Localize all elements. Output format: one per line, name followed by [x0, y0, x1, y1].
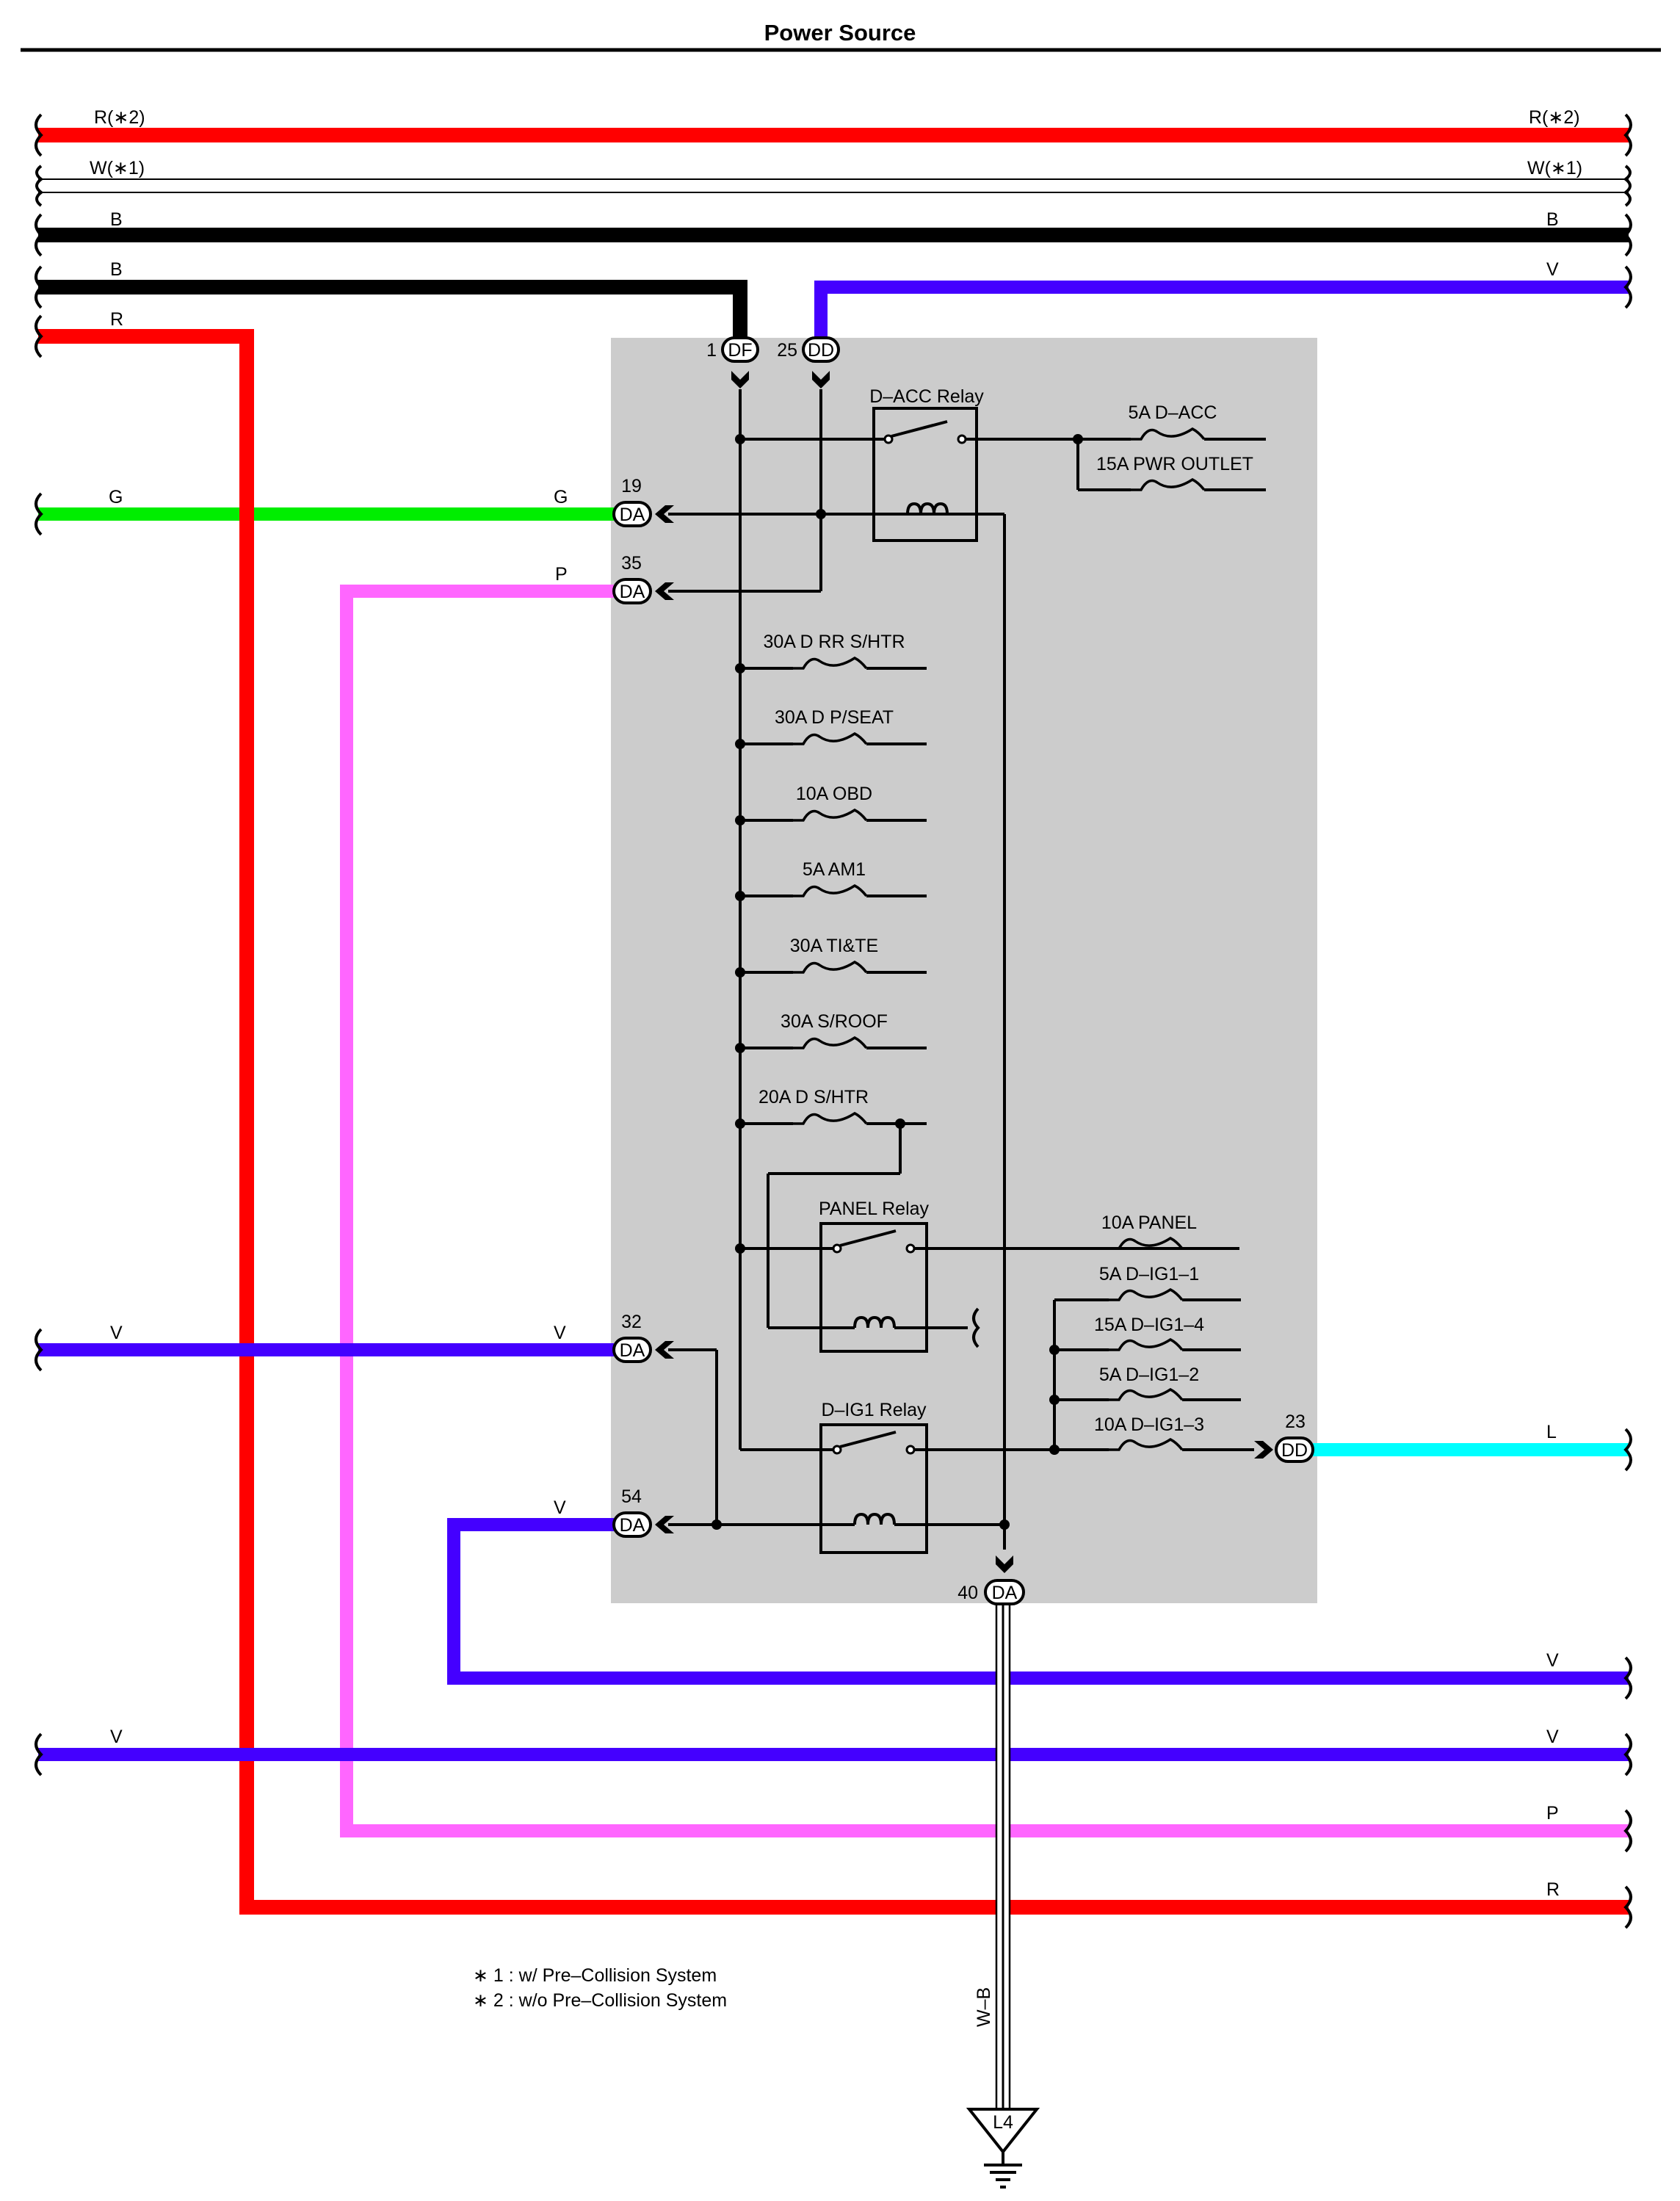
- connector-pin: 54: [621, 1486, 642, 1507]
- connector-da-19: DA 19: [612, 476, 674, 527]
- fuse-label-d-ig1-1: 5A D–IG1–1: [1099, 1264, 1199, 1284]
- wire-r: [38, 329, 1629, 1915]
- label-v54-mid: V: [554, 1497, 566, 1518]
- wire-break-marks-left: [35, 113, 44, 1777]
- connector-code: DA: [620, 1340, 645, 1361]
- label-v-lower-left: V: [110, 1727, 123, 1747]
- label-w-left: W(∗1): [90, 158, 145, 178]
- connector-pin: 23: [1285, 1412, 1306, 1432]
- connector-code: DA: [992, 1583, 1018, 1603]
- connector-da-35: DA 35: [612, 553, 674, 604]
- relay-panel: PANEL Relay: [819, 1199, 930, 1353]
- label-p-mid: P: [555, 564, 568, 585]
- label-l-right: L: [1546, 1422, 1557, 1442]
- note-1: ∗ 1 : w/ Pre–Collision System: [473, 1965, 717, 1986]
- fuse-label-panel: 10A PANEL: [1101, 1212, 1197, 1233]
- fuse-label-d-acc: 5A D–ACC: [1129, 402, 1217, 423]
- wire-labels: R(∗2) R(∗2) W(∗1) W(∗1) B B B V R G G P …: [90, 107, 1582, 2027]
- connector-pin: 1: [706, 340, 717, 361]
- connector-code: DD: [808, 340, 834, 361]
- label-v-lower-right: V: [1546, 1727, 1559, 1747]
- connector-pin: 32: [621, 1312, 642, 1332]
- wire-v-da54-loop: [447, 1518, 1629, 1685]
- label-p-right: P: [1546, 1803, 1559, 1824]
- label-r-right: R: [1546, 1879, 1560, 1900]
- connector-da-54: DA 54: [612, 1486, 674, 1538]
- fuse-label-d-ig1-3: 10A D–IG1–3: [1094, 1414, 1204, 1435]
- label-r-top-right: R(∗2): [1529, 107, 1580, 128]
- connector-code: DA: [620, 582, 645, 602]
- fuse-label-pwr-outlet: 15A PWR OUTLET: [1096, 454, 1253, 474]
- label-r-left: R: [110, 309, 123, 330]
- connector-code: DF: [728, 340, 752, 361]
- connector-dd-23: DD 23: [1254, 1412, 1314, 1463]
- label-b2-left: B: [110, 259, 123, 280]
- wire-v-to-dd25: [814, 281, 1629, 344]
- wire-b-to-df: [38, 280, 747, 344]
- fuse-label-d-ig1-2: 5A D–IG1–2: [1099, 1365, 1199, 1385]
- label-w-right: W(∗1): [1527, 158, 1582, 178]
- wire-break-marks-right: [1623, 113, 1632, 1929]
- label-v-top-right: V: [1546, 259, 1559, 280]
- connector-code: DD: [1281, 1440, 1308, 1461]
- relay-label-d-acc: D–ACC Relay: [869, 386, 984, 407]
- junction-dots: [712, 434, 1083, 1530]
- connector-da-40: DA 40: [957, 1555, 1025, 1605]
- ground-l4: L4: [966, 2108, 1040, 2189]
- label-g-mid: G: [554, 487, 568, 507]
- fuse-label-d-rr-shtr: 30A D RR S/HTR: [763, 632, 905, 652]
- fuse-label-am1: 5A AM1: [803, 859, 866, 880]
- fuse-label-d-shtr: 20A D S/HTR: [758, 1087, 869, 1107]
- connector-dd-25: DD 25: [777, 336, 840, 388]
- ground-label: L4: [993, 2112, 1013, 2133]
- wire-p: [340, 585, 1629, 1837]
- fuse-labels: 5A D–ACC 15A PWR OUTLET 30A D RR S/HTR 3…: [758, 402, 1253, 1435]
- label-b1-right: B: [1546, 209, 1559, 230]
- connector-code: DA: [620, 505, 645, 525]
- relay-label-panel: PANEL Relay: [819, 1199, 930, 1219]
- connector-pin: 19: [621, 476, 642, 496]
- relay-d-acc: D–ACC Relay: [869, 386, 984, 542]
- connector-pin: 40: [957, 1583, 978, 1603]
- connector-da-32: DA 32: [612, 1312, 674, 1363]
- connector-pin: 25: [777, 340, 797, 361]
- footnotes: ∗ 1 : w/ Pre–Collision System ∗ 2 : w/o …: [473, 1965, 727, 2011]
- label-v32-left: V: [110, 1323, 123, 1343]
- note-2: ∗ 2 : w/o Pre–Collision System: [473, 1990, 727, 2011]
- fuse-label-sroof: 30A S/ROOF: [781, 1011, 888, 1032]
- page-title: Power Source: [764, 20, 916, 46]
- fuse-label-obd: 10A OBD: [796, 784, 872, 804]
- fuse-label-d-pseat: 30A D P/SEAT: [775, 707, 894, 728]
- relay-d-ig1: D–IG1 Relay: [819, 1400, 928, 1554]
- connector-code: DA: [620, 1515, 645, 1536]
- label-v32-mid: V: [554, 1323, 566, 1343]
- fuse-label-d-ig1-4: 15A D–IG1–4: [1094, 1315, 1204, 1335]
- wire-w: [38, 178, 1629, 193]
- label-r-top-left: R(∗2): [94, 107, 145, 128]
- connector-pin: 35: [621, 553, 642, 574]
- label-b1-left: B: [110, 209, 123, 230]
- wire-w-b: [995, 1602, 1011, 2111]
- label-g-left: G: [109, 487, 123, 507]
- label-v-loop-right: V: [1546, 1650, 1559, 1671]
- connector-df-1: DF 1: [706, 336, 759, 388]
- fuse-label-tite: 30A TI&TE: [790, 936, 878, 956]
- relay-label-d-ig1: D–IG1 Relay: [821, 1400, 927, 1420]
- fuse-symbols: [793, 427, 1206, 1451]
- junction-block: [611, 338, 1317, 1603]
- label-w-b: W–B: [974, 1987, 994, 2027]
